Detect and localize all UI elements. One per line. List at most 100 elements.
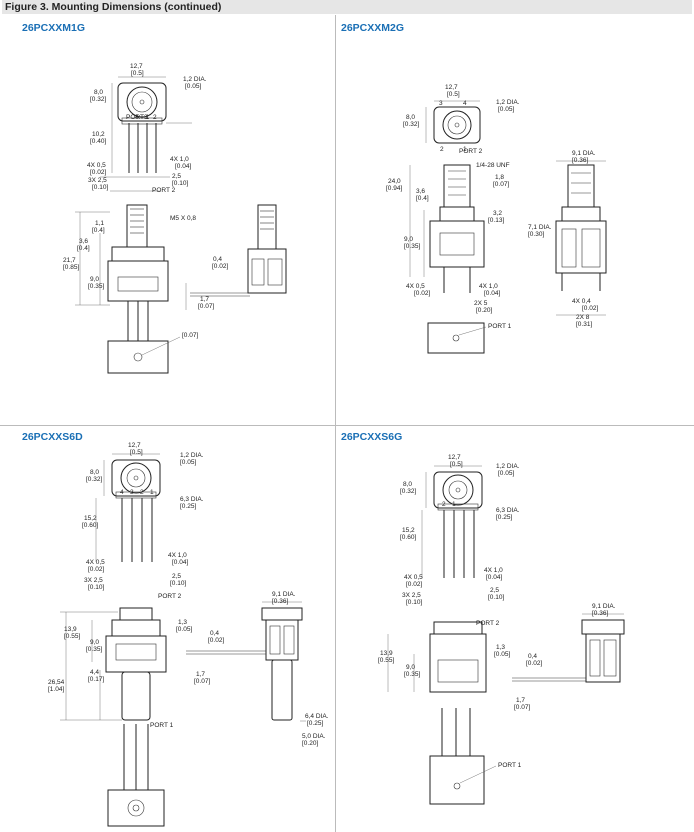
dim-label: 4X 1,0: [479, 283, 498, 290]
pin-number: 2: [442, 501, 446, 508]
dim-label: 15,2: [84, 515, 97, 522]
dim-label: 4,4: [90, 669, 99, 676]
dim-label: [0.31]: [576, 321, 592, 328]
dim-label: 1,1: [95, 220, 104, 227]
dim-label: [0.5]: [447, 91, 460, 98]
bottom-view-housing: [427, 322, 485, 354]
dim-label: 4X 0,5: [406, 283, 425, 290]
pin-number: 2: [153, 114, 157, 121]
dim-label: 8,0: [90, 469, 99, 476]
dim-label: 3X 2,5: [402, 592, 421, 599]
dim-label: [0.02]: [414, 290, 430, 297]
dim-label: 3,2: [493, 210, 502, 217]
dim-label: [0.20]: [476, 307, 492, 314]
dim-label: [0.36]: [592, 610, 608, 617]
dim-label: 15,2: [402, 527, 415, 534]
sensor-body: [107, 260, 169, 302]
port-tube: [126, 204, 148, 248]
port-label: PORT 1: [488, 323, 512, 330]
dim-label: [0.4]: [77, 245, 90, 252]
dim-label: [0.04]: [486, 574, 502, 581]
dim-label: [0.32]: [90, 96, 106, 103]
dim-label: [0.5]: [130, 449, 143, 456]
dim-label: [0.4]: [416, 195, 429, 202]
dim-label: [0.25]: [307, 720, 323, 727]
dim-label: 8,0: [403, 481, 412, 488]
dim-label: 24,0: [388, 178, 401, 185]
dim-label: [0.07]: [198, 303, 214, 310]
dim-label: [0.36]: [272, 598, 288, 605]
dim-label: [0.17]: [88, 676, 104, 683]
dim-label: [0.5]: [131, 70, 144, 77]
dim-label: [0.4]: [92, 227, 105, 234]
panel-title-s6g: 26PCXXS6G: [341, 431, 403, 443]
dim-label: 2,5: [172, 573, 181, 580]
dim-label: 26,54: [48, 679, 65, 686]
dim-label: 0,4: [528, 653, 537, 660]
dim-label: 5,0 DIA.: [302, 733, 326, 740]
dim-label: 0,4: [210, 630, 219, 637]
dim-label: 9,0: [406, 664, 415, 671]
dim-label: [0.40]: [90, 138, 106, 145]
dim-label: 2,5: [490, 587, 499, 594]
dim-label: 0,4: [213, 256, 222, 263]
dim-label: 1/4-28 UNF: [476, 162, 510, 169]
pin-number: 3: [144, 114, 148, 121]
pin-number: 4: [463, 100, 467, 107]
dim-label: [0.04]: [172, 559, 188, 566]
dim-label: 1,3: [496, 644, 505, 651]
panel-title-m2g: 26PCXXM2G: [341, 22, 405, 34]
dim-label: 1,7: [516, 697, 525, 704]
dim-label: 4X 1,0: [484, 567, 503, 574]
port-label: PORT 2: [476, 620, 500, 627]
sensor-body: [105, 635, 167, 673]
panel-divider-horizontal: [0, 425, 694, 426]
port-label: PORT 2: [152, 187, 176, 194]
dim-label: 3,6: [416, 188, 425, 195]
panel-title-s6d: 26PCXXS6D: [22, 431, 83, 443]
dim-label: [0.02]: [406, 581, 422, 588]
dim-label: 3,6: [79, 238, 88, 245]
dim-label: [0.32]: [400, 488, 416, 495]
dim-label: [0.94]: [386, 185, 402, 192]
dim-label: M5 X 0,8: [170, 215, 196, 222]
dim-label: 6,4 DIA.: [305, 713, 329, 720]
port-label: PORT 2: [459, 148, 483, 155]
pin-number: 2: [440, 146, 444, 153]
dim-label: [0.04]: [175, 163, 191, 170]
drawing-s6d: 12,7 [0.5] 1,2 DIA. [0.05] 8,0 [0.32] 6,…: [48, 442, 329, 827]
dim-label: [0.10]: [88, 584, 104, 591]
dim-label: 3X 2,5: [88, 177, 107, 184]
dim-label: 2X 5: [474, 300, 488, 307]
drawing-s6g: 12,7 [0.5] 1,2 DIA. [0.05] 8,0 [0.32] 6,…: [378, 454, 625, 805]
dim-label: 12,7: [445, 84, 458, 91]
dim-label: [0.05]: [494, 651, 510, 658]
dim-label: [0.04]: [484, 290, 500, 297]
dim-label: 12,7: [128, 442, 141, 449]
pin-number: 3: [130, 489, 134, 496]
bottom-view-housing: [107, 340, 169, 374]
dim-label: [1.04]: [48, 686, 64, 693]
pin-number: 1: [463, 146, 467, 153]
dim-label: [0.60]: [400, 534, 416, 541]
dim-label: 10,2: [92, 131, 105, 138]
figure-title: Figure 3. Mounting Dimensions (continued…: [2, 0, 692, 14]
dim-label: 4X 1,0: [168, 552, 187, 559]
pin-number: 3: [439, 100, 443, 107]
dim-label: [0.05]: [180, 459, 196, 466]
dim-label: [0.30]: [528, 231, 544, 238]
dim-label: 2,5: [172, 173, 181, 180]
panel-divider-vertical: [335, 15, 336, 832]
dim-label: [0.35]: [404, 671, 420, 678]
dim-label: 9,0: [90, 639, 99, 646]
dim-label: [0.60]: [82, 522, 98, 529]
pin-number: 4: [120, 489, 124, 496]
dim-label: [0.55]: [378, 657, 394, 664]
port-label: PORT 2: [158, 593, 182, 600]
dim-label: [0.35]: [86, 646, 102, 653]
dim-label: 1,7: [196, 671, 205, 678]
dim-label: 1,3: [178, 619, 187, 626]
dim-label: [0.07]: [514, 704, 530, 711]
pin-number: 1: [452, 501, 456, 508]
dim-label: [0.55]: [64, 633, 80, 640]
